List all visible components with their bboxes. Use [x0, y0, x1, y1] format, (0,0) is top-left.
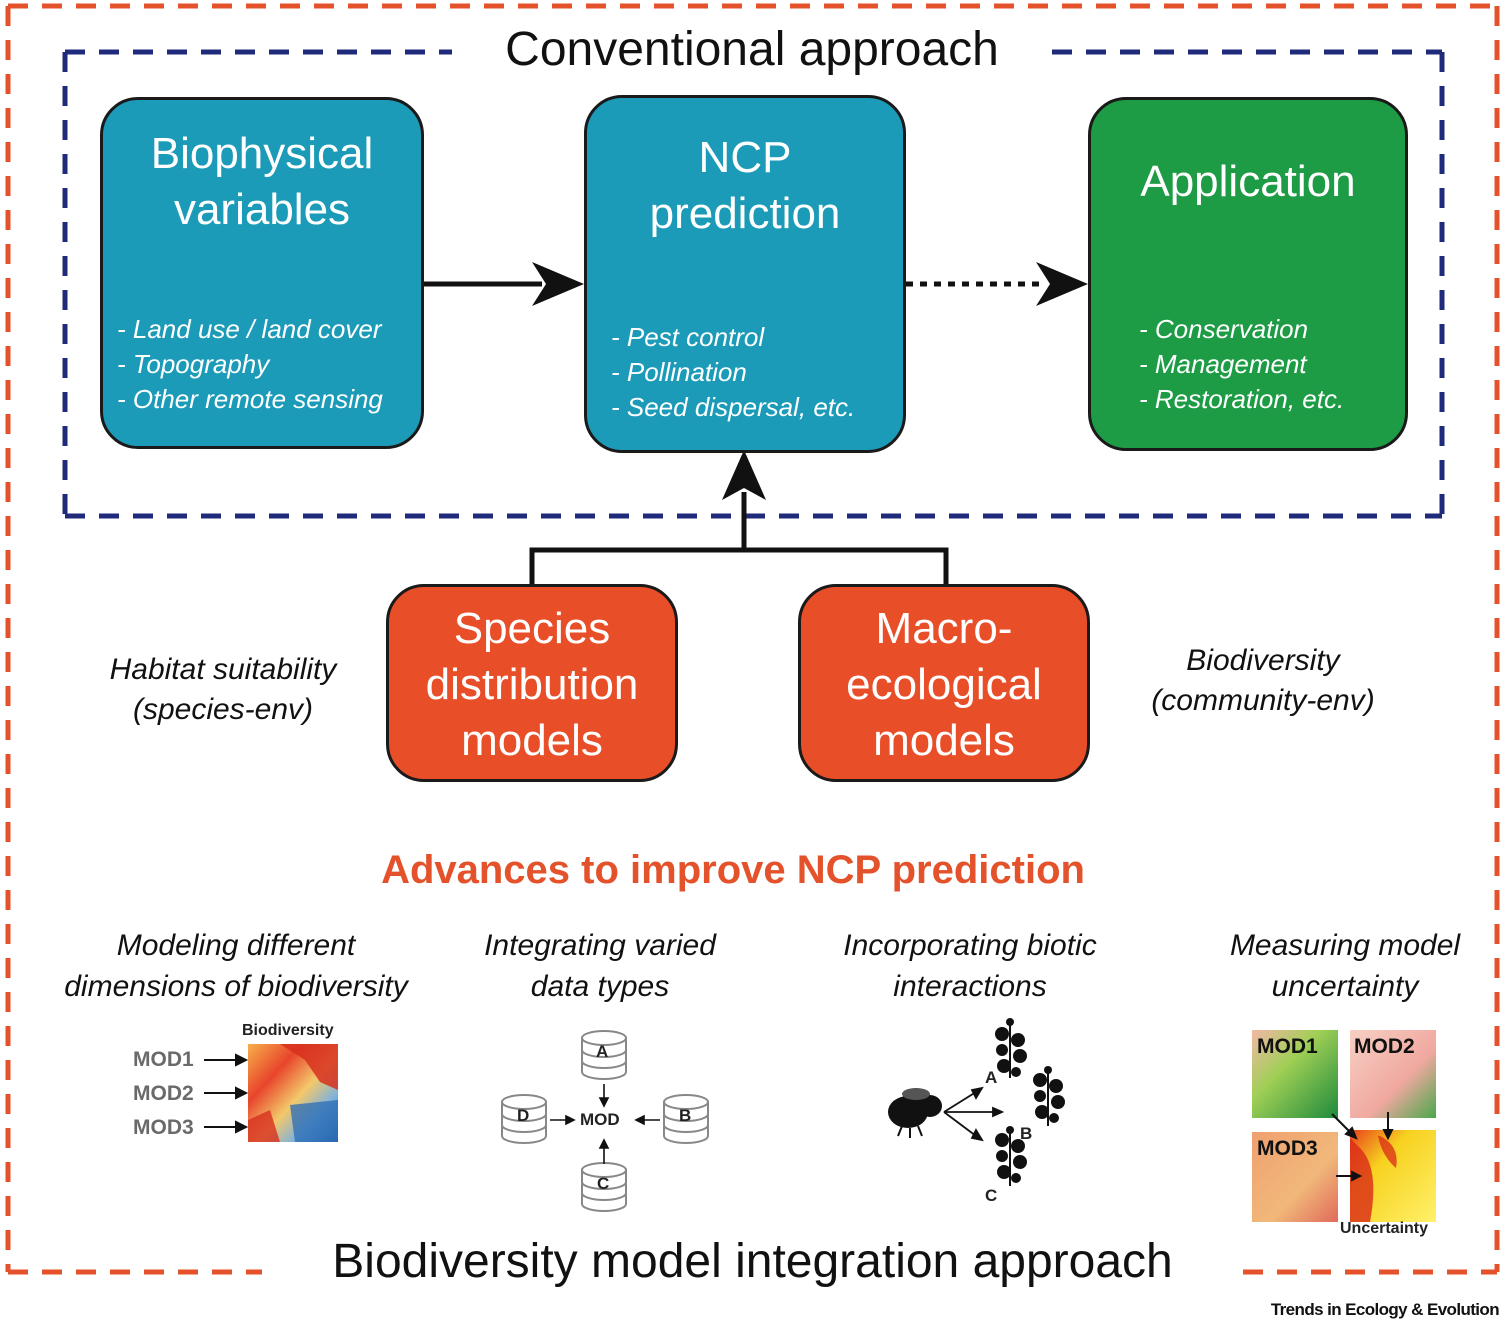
list-item: - Seed dispersal, etc. [611, 392, 856, 422]
list-item: - Management [1139, 349, 1307, 379]
plant-b-label: B [1020, 1124, 1033, 1143]
conventional-dashed-frame [62, 49, 1445, 519]
arrow-biophysical-to-ncp [422, 262, 584, 306]
journal-credit: Trends in Ecology & Evolution [1270, 1300, 1500, 1319]
ncp-prediction-box: NCP prediction - Pest control - Pollinat… [584, 95, 906, 453]
biodiversity-community-label: Biodiversity (community-env) [1151, 644, 1375, 717]
species-distribution-models-title: Species distribution models [425, 604, 639, 765]
database-icon [581, 1162, 627, 1212]
macroecological-models-box: Macro- ecological models [798, 584, 1090, 782]
plant-icon [1033, 1066, 1065, 1126]
list-item: - Pollination [611, 357, 747, 387]
database-c-label: C [597, 1174, 610, 1193]
uncertainty-map-label: Uncertainty [1340, 1220, 1429, 1237]
uncertainty-mod1-label: MOD1 [1257, 1035, 1318, 1058]
conventional-approach-title: Conventional approach [505, 23, 999, 76]
database-b-label: B [679, 1106, 692, 1125]
species-distribution-models-box: Species distribution models [386, 584, 678, 782]
mod1-label: MOD1 [133, 1048, 194, 1071]
plant-c-label: C [985, 1186, 998, 1205]
application-title: Application [1140, 157, 1356, 206]
uncertainty-mod3-label: MOD3 [1257, 1137, 1318, 1160]
advance-item-dimensions: Modeling different dimensions of biodive… [64, 929, 408, 1003]
mod2-label: MOD2 [133, 1082, 194, 1105]
outer-dashed-frame [5, 3, 1500, 1275]
list-item: - Other remote sensing [117, 384, 383, 414]
data-integration-figure: A B C D MOD [496, 1028, 716, 1214]
biophysical-variables-box: Biophysical variables - Land use / land … [100, 97, 424, 449]
macroecological-models-title: Macro- ecological models [846, 604, 1042, 765]
list-item: - Land use / land cover [117, 314, 382, 344]
advance-item-biotic-interactions: Incorporating biotic interactions [843, 929, 1097, 1003]
list-item: - Topography [117, 349, 270, 379]
dimensions-figure: Biodiversity MOD1 MOD2 MOD3 [130, 1020, 360, 1150]
list-item: - Conservation [1139, 314, 1309, 344]
advance-item-data-types: Integrating varied data types [484, 929, 716, 1003]
uncertainty-mod2-label: MOD2 [1354, 1035, 1415, 1058]
advance-item-uncertainty: Measuring model uncertainty [1229, 929, 1461, 1003]
list-item: - Pest control [611, 322, 765, 352]
uncertainty-figure: MOD1 MOD2 MOD3 Uncertainty [1250, 1028, 1440, 1242]
arrow-models-to-ncp [529, 450, 949, 584]
ncp-prediction-title: NCP prediction [649, 133, 841, 238]
mod3-label: MOD3 [133, 1116, 194, 1139]
integration-approach-title: Biodiversity model integration approach [332, 1235, 1173, 1288]
habitat-suitability-label: Habitat suitability (species-env) [109, 653, 337, 726]
mod-center-label: MOD [580, 1110, 620, 1129]
plant-icon [995, 1126, 1027, 1186]
plant-a-label: A [985, 1068, 998, 1087]
database-a-label: A [596, 1042, 609, 1061]
biodiversity-map-heading: Biodiversity [242, 1022, 334, 1039]
ncp-prediction-list: - Pest control - Pollination - Seed disp… [611, 320, 855, 425]
arrow-ncp-to-application [906, 262, 1088, 306]
database-icon [501, 1094, 547, 1144]
plant-icon [995, 1018, 1027, 1078]
database-diagram-icon [501, 1030, 709, 1212]
database-d-label: D [517, 1106, 530, 1125]
biophysical-variables-list: - Land use / land cover - Topography - O… [117, 312, 383, 417]
application-box: Application - Conservation - Management … [1088, 97, 1408, 451]
database-icon [663, 1094, 709, 1144]
bee-and-plants-icon [888, 1018, 1065, 1186]
biotic-interactions-figure: A B C [880, 1012, 1080, 1212]
list-item: - Restoration, etc. [1139, 384, 1345, 414]
advances-title: Advances to improve NCP prediction [381, 848, 1085, 892]
bee-icon [888, 1088, 942, 1138]
database-icon [581, 1030, 627, 1080]
application-list: - Conservation - Management - Restoratio… [1139, 312, 1344, 417]
uncertainty-maps-icon [1252, 1030, 1436, 1222]
biodiversity-map-icon [204, 1044, 338, 1142]
biophysical-variables-title: Biophysical variables [150, 129, 374, 234]
